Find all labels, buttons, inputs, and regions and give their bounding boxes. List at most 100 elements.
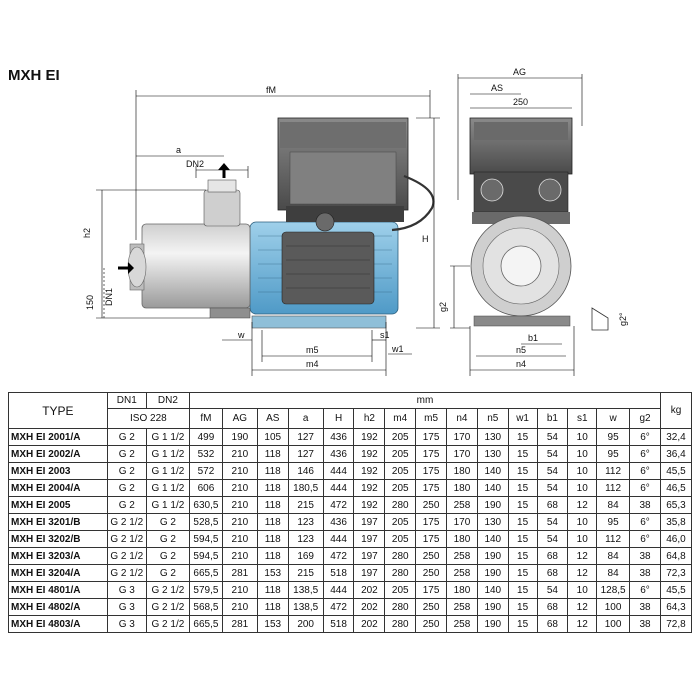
- value-cell: G 2: [145, 564, 190, 582]
- value-cell: 68: [536, 615, 569, 633]
- value-cell: 258: [446, 615, 478, 633]
- value-cell: 15: [507, 513, 538, 531]
- value-cell: 258: [446, 496, 478, 514]
- value-cell: 38: [629, 615, 661, 633]
- value-cell: 38: [629, 564, 661, 582]
- value-cell: 192: [353, 445, 386, 463]
- value-cell: 280: [384, 598, 417, 616]
- value-cell: 665,5: [188, 615, 223, 633]
- value-cell: 95: [596, 445, 631, 463]
- value-cell: 65,3: [659, 496, 693, 514]
- value-cell: 153: [256, 615, 289, 633]
- value-cell: 15: [507, 428, 538, 446]
- dim-g2: g2: [438, 302, 448, 312]
- header-col: n4: [446, 408, 478, 429]
- value-cell: G 1 1/2: [145, 445, 190, 463]
- value-cell: 72,3: [659, 564, 693, 582]
- value-cell: 105: [256, 428, 289, 446]
- value-cell: 210: [221, 445, 258, 463]
- header-col: H: [322, 408, 355, 429]
- value-cell: 130: [476, 445, 509, 463]
- value-cell: 215: [287, 496, 324, 514]
- value-cell: 594,5: [188, 547, 223, 565]
- value-cell: 202: [353, 615, 386, 633]
- value-cell: 123: [287, 530, 324, 548]
- type-cell: MXH EI 4801/A: [8, 581, 108, 599]
- value-cell: 210: [221, 598, 258, 616]
- value-cell: 100: [596, 598, 631, 616]
- value-cell: 205: [384, 581, 417, 599]
- dim-n5: n5: [516, 345, 526, 355]
- value-cell: 280: [384, 547, 417, 565]
- value-cell: 38: [629, 598, 661, 616]
- value-cell: 54: [536, 445, 569, 463]
- header-col: w1: [507, 408, 538, 429]
- value-cell: G 2: [106, 496, 147, 514]
- type-cell: MXH EI 2002/A: [8, 445, 108, 463]
- value-cell: 54: [536, 462, 569, 480]
- value-cell: 10: [567, 479, 598, 497]
- dim-AG: AG: [513, 67, 526, 77]
- value-cell: 140: [476, 479, 509, 497]
- value-cell: 127: [287, 428, 324, 446]
- value-cell: 170: [446, 428, 478, 446]
- value-cell: 568,5: [188, 598, 223, 616]
- dim-m4: m4: [306, 359, 319, 369]
- value-cell: 170: [446, 513, 478, 531]
- value-cell: 6°: [629, 530, 661, 548]
- value-cell: 15: [507, 547, 538, 565]
- value-cell: 54: [536, 428, 569, 446]
- type-cell: MXH EI 4802/A: [8, 598, 108, 616]
- value-cell: G 1 1/2: [145, 462, 190, 480]
- value-cell: 630,5: [188, 496, 223, 514]
- value-cell: 444: [322, 462, 355, 480]
- value-cell: 444: [322, 581, 355, 599]
- value-cell: 436: [322, 513, 355, 531]
- value-cell: 594,5: [188, 530, 223, 548]
- header-dn2: DN2: [145, 392, 190, 409]
- value-cell: 192: [353, 479, 386, 497]
- header-col: g2: [629, 408, 661, 429]
- type-cell: MXH EI 2005: [8, 496, 108, 514]
- value-cell: 280: [384, 564, 417, 582]
- value-cell: 180,5: [287, 479, 324, 497]
- value-cell: 64,8: [659, 547, 693, 565]
- value-cell: 112: [596, 462, 631, 480]
- value-cell: 15: [507, 445, 538, 463]
- value-cell: 197: [353, 513, 386, 531]
- side-view: fM a DN2 h2 150 DN1 H w s1 w1 m5 m4: [82, 85, 440, 376]
- value-cell: G 2 1/2: [106, 564, 147, 582]
- value-cell: 128,5: [596, 581, 631, 599]
- value-cell: G 2: [145, 513, 190, 531]
- value-cell: 100: [596, 615, 631, 633]
- value-cell: G 2: [106, 479, 147, 497]
- header-col: h2: [353, 408, 386, 429]
- value-cell: 6°: [629, 462, 661, 480]
- value-cell: 15: [507, 564, 538, 582]
- value-cell: 518: [322, 564, 355, 582]
- value-cell: 205: [384, 530, 417, 548]
- value-cell: 197: [353, 530, 386, 548]
- value-cell: 190: [476, 564, 509, 582]
- value-cell: 118: [256, 530, 289, 548]
- value-cell: 281: [221, 615, 258, 633]
- value-cell: 205: [384, 428, 417, 446]
- value-cell: 280: [384, 496, 417, 514]
- dim-250: 250: [513, 97, 528, 107]
- value-cell: 202: [353, 581, 386, 599]
- header-col: m4: [384, 408, 417, 429]
- dim-DN1: DN1: [104, 288, 114, 306]
- value-cell: 118: [256, 462, 289, 480]
- value-cell: 46,5: [659, 479, 693, 497]
- value-cell: 175: [415, 479, 448, 497]
- value-cell: 170: [446, 445, 478, 463]
- value-cell: 127: [287, 445, 324, 463]
- value-cell: 258: [446, 564, 478, 582]
- header-col: m5: [415, 408, 448, 429]
- value-cell: 45,5: [659, 462, 693, 480]
